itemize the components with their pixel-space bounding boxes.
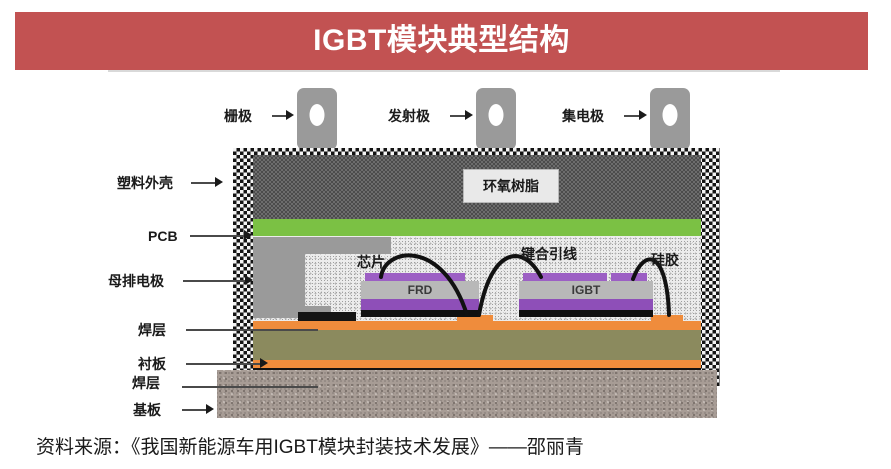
arrow-substrate-dbc bbox=[260, 358, 268, 368]
wire-bond-pad bbox=[651, 315, 683, 322]
terminal-hole-icon bbox=[662, 104, 678, 127]
label-solder-layer-upper: 焊层 bbox=[138, 322, 166, 338]
busbar-electrode-stem bbox=[253, 254, 305, 306]
chip-purple-layer bbox=[361, 299, 479, 310]
label-silicone-gel: 硅胶 bbox=[651, 252, 679, 268]
arrow-gate bbox=[286, 110, 294, 120]
title-divider bbox=[108, 70, 780, 72]
solder-layer-lower bbox=[253, 360, 701, 368]
chip-label-frd: FRD bbox=[361, 281, 479, 299]
leader-solder-layer-upper bbox=[186, 329, 318, 331]
leader-collector bbox=[624, 115, 641, 117]
chip-top-metal bbox=[523, 273, 607, 281]
label-substrate-dbc: 衬板 bbox=[138, 356, 166, 372]
chip-bottom-metal bbox=[361, 310, 479, 317]
label-baseplate: 基板 bbox=[133, 402, 161, 418]
arrow-plastic-housing bbox=[215, 177, 223, 187]
label-bonding-wire: 键合引线 bbox=[521, 246, 577, 262]
leader-plastic-housing bbox=[191, 182, 217, 184]
leader-pcb bbox=[190, 235, 246, 237]
source-citation: 资料来源：《我国新能源车用IGBT模块封装技术发展》——邵丽青 bbox=[36, 437, 584, 458]
label-gate: 栅极 bbox=[224, 108, 252, 124]
terminal-collector bbox=[650, 88, 690, 150]
igbt-gate-pad bbox=[611, 273, 647, 281]
leader-solder-layer-lower bbox=[182, 386, 318, 388]
arrow-emitter bbox=[465, 110, 473, 120]
arrow-baseplate bbox=[206, 404, 214, 414]
label-epoxy-resin: 环氧树脂 bbox=[463, 169, 559, 203]
label-emitter: 发射极 bbox=[388, 108, 430, 124]
wire-bond-pad bbox=[457, 315, 493, 322]
leader-busbar-electrode bbox=[183, 280, 247, 282]
leader-baseplate bbox=[182, 409, 208, 411]
terminal-emitter bbox=[476, 88, 516, 150]
chip-purple-layer bbox=[519, 299, 653, 310]
title-bar: IGBT模块典型结构 bbox=[15, 12, 868, 70]
label-pcb: PCB bbox=[148, 228, 178, 244]
chip-bottom-metal bbox=[519, 310, 653, 317]
module-cavity: 环氧树脂 FRD IGBT bbox=[253, 155, 701, 386]
chip-top-metal bbox=[365, 273, 465, 281]
label-chip: 芯片 bbox=[357, 254, 385, 270]
pcb-board bbox=[253, 219, 701, 236]
page-title: IGBT模块典型结构 bbox=[313, 24, 570, 57]
arrow-busbar-electrode bbox=[245, 275, 253, 285]
solder-layer-upper bbox=[253, 321, 701, 330]
label-solder-layer-lower: 焊层 bbox=[132, 375, 160, 391]
dbc-substrate bbox=[253, 330, 701, 360]
busbar-solder-pad bbox=[298, 312, 356, 321]
leader-gate bbox=[272, 115, 288, 117]
arrow-collector bbox=[639, 110, 647, 120]
terminal-hole-icon bbox=[488, 104, 504, 127]
arrow-pcb bbox=[244, 230, 252, 240]
label-plastic-housing: 塑料外壳 bbox=[117, 175, 173, 191]
leader-emitter bbox=[450, 115, 467, 117]
leader-substrate-dbc bbox=[186, 363, 262, 365]
busbar-electrode-top bbox=[253, 237, 391, 254]
igbt-module-diagram: 栅极 发射极 集电极 环氧树脂 FRD bbox=[0, 76, 891, 424]
chip-label-igbt: IGBT bbox=[519, 281, 653, 299]
label-collector: 集电极 bbox=[562, 108, 604, 124]
terminal-gate bbox=[297, 88, 337, 150]
baseplate bbox=[217, 370, 717, 418]
terminal-hole-icon bbox=[309, 104, 325, 127]
label-busbar-electrode: 母排电极 bbox=[108, 273, 164, 289]
